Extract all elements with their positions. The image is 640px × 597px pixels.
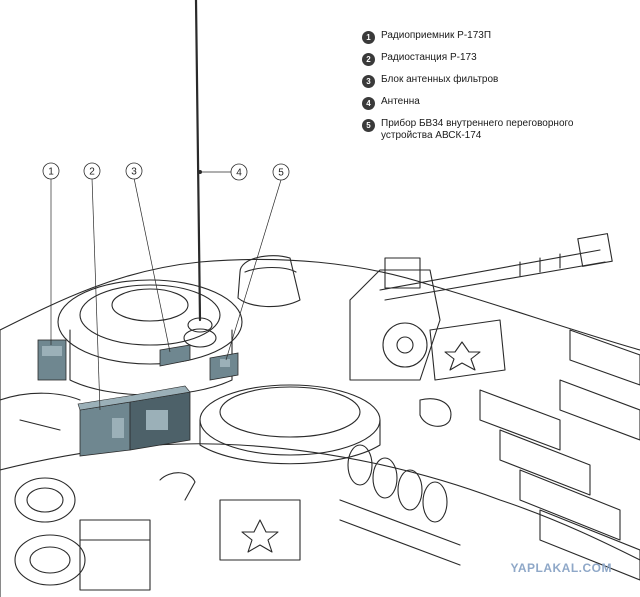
- svg-text:3: 3: [131, 167, 137, 178]
- legend-label: Радиоприемник Р-173П: [381, 30, 492, 41]
- bv34-intercom-unit: [209, 352, 239, 381]
- legend-label: Прибор БВ34 внутреннего переговорного ус…: [381, 118, 574, 141]
- legend-badge: 5: [362, 119, 375, 132]
- callout-1: 1: [42, 162, 60, 180]
- legend-badge: 4: [362, 97, 375, 110]
- watermark: YAPLAKAL.COM: [510, 561, 612, 575]
- periscope: [237, 255, 301, 308]
- legend-item: 1 Радиоприемник Р-173П: [362, 30, 632, 44]
- legend-item: 5 Прибор БВ34 внутреннего переговорного …: [362, 118, 632, 142]
- storage-box-front: [219, 499, 301, 561]
- callout-3: 3: [125, 162, 143, 180]
- reactive-armor: [479, 389, 640, 581]
- gunner-hatch: [199, 384, 381, 456]
- legend-label: Блок антенных фильтров: [381, 74, 499, 85]
- rope-coils: [14, 477, 86, 586]
- legend-item: 3 Блок антенных фильтров: [362, 74, 632, 88]
- r173p-receiver: [37, 339, 67, 381]
- svg-text:5: 5: [278, 168, 284, 179]
- storage-box-left: [79, 519, 151, 591]
- legend: 1 Радиоприемник Р-173П 2 Радиостанция Р-…: [362, 30, 632, 150]
- legend-item: 4 Антенна: [362, 96, 632, 110]
- r173-radio-station: [77, 385, 191, 457]
- svg-text:1: 1: [48, 167, 54, 178]
- callout-4: 4: [230, 163, 248, 181]
- smoke-launchers: [339, 444, 461, 566]
- mg-mount: [349, 269, 441, 381]
- legend-label: Антенна: [381, 96, 420, 107]
- turret-outline: [0, 258, 640, 351]
- svg-text:2: 2: [89, 167, 95, 178]
- svg-text:4: 4: [236, 168, 242, 179]
- ammo-box: [429, 319, 506, 381]
- legend-badge: 2: [362, 53, 375, 66]
- antenna-whip: [194, 0, 202, 322]
- legend-badge: 1: [362, 31, 375, 44]
- commander-cupola: [57, 279, 243, 365]
- callout-5: 5: [272, 163, 290, 181]
- legend-badge: 3: [362, 75, 375, 88]
- legend-label: Радиостанция Р-173: [381, 52, 477, 63]
- callout-2: 2: [83, 162, 101, 180]
- mg-barrel: [379, 249, 606, 301]
- antenna-filter-block: [159, 344, 191, 367]
- legend-item: 2 Радиостанция Р-173: [362, 52, 632, 66]
